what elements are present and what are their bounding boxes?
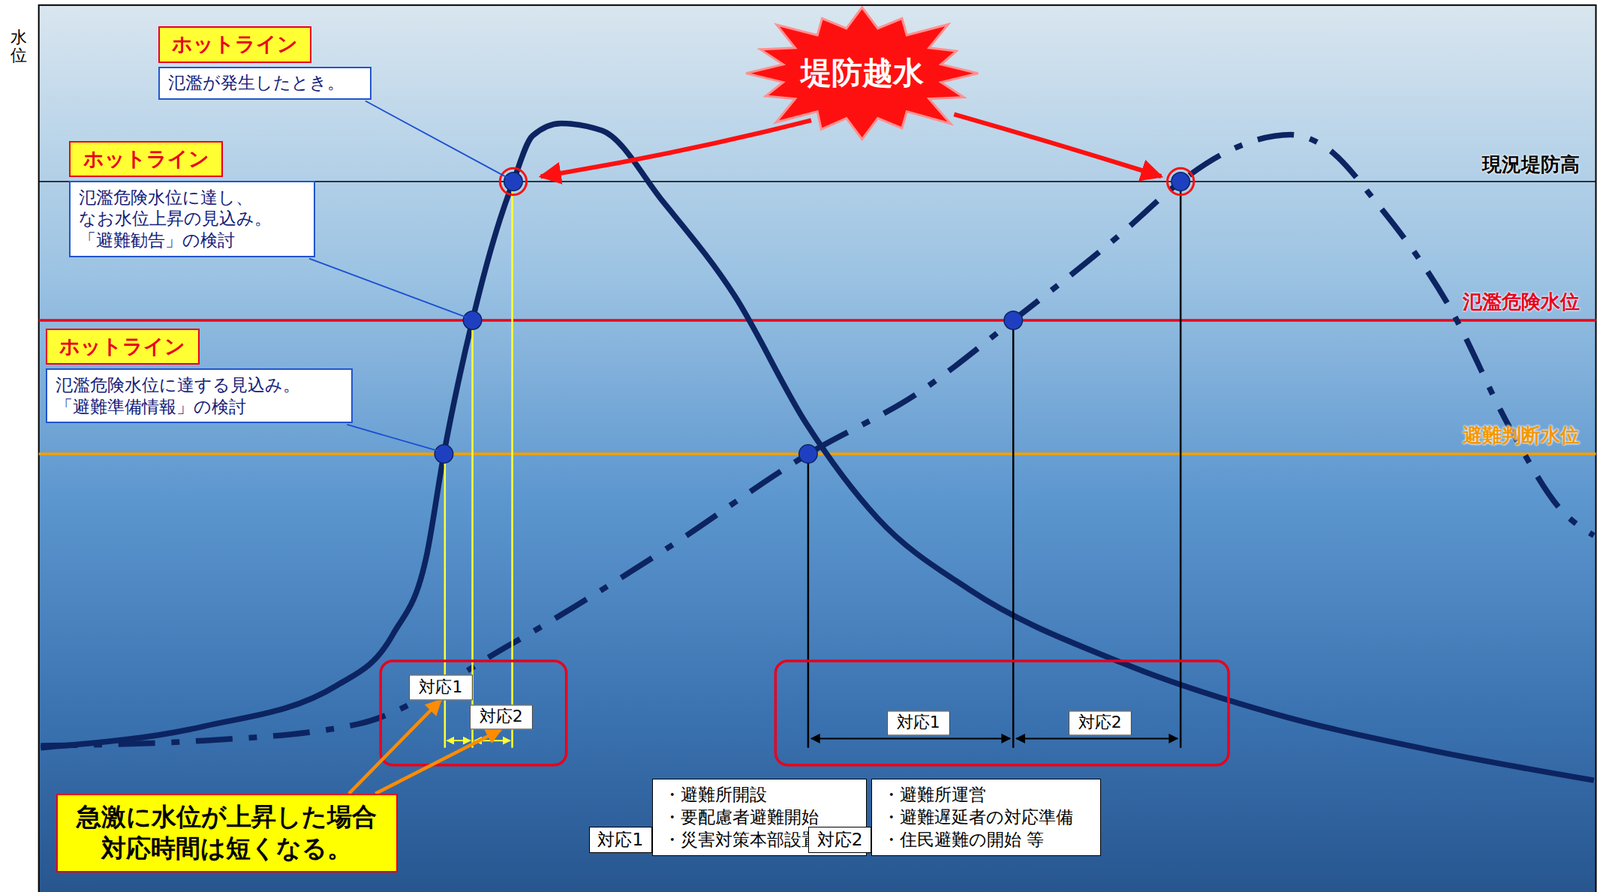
response-tag-text: 対応1: [887, 710, 951, 736]
flood-danger-line: [39, 318, 1597, 322]
hotline-body: 氾濫危険水位に達する見込み。 「避難準備情報」の検討: [45, 368, 353, 424]
level-point: [463, 311, 482, 330]
response-list: 対応2・避難所運営・避難遅延者の対応準備・住民避難の開始 等: [808, 779, 1101, 857]
hotline-heading: ホットライン: [45, 328, 200, 365]
hotline-heading: ホットライン: [69, 141, 223, 178]
burst-polygon: [745, 7, 978, 140]
level-point: [799, 445, 818, 464]
overtopping-ring: [499, 168, 527, 195]
dimension-arrow: [1016, 737, 1178, 740]
dimension-arrow: [811, 737, 1011, 740]
overtopping-arrow: [541, 120, 812, 177]
response-list-body: ・避難所運営・避難遅延者の対応準備・住民避難の開始 等: [871, 778, 1101, 857]
note-arrow: [348, 700, 441, 794]
overtopping-arrow: [953, 114, 1161, 177]
response-group-frame: [775, 661, 1229, 766]
rapid-rise-curve: [40, 123, 1594, 782]
overtopping-burst: 堤防越水: [743, 6, 981, 141]
hotline-callout: ホットライン氾濫が発生したとき。: [158, 26, 372, 100]
overtopping-ring: [1166, 168, 1194, 195]
response-group-frame: [380, 661, 566, 766]
response-tag: 対応2: [1068, 710, 1132, 736]
hotline-heading: ホットライン: [158, 26, 313, 63]
response-list-item: ・避難遅延者の対応準備: [882, 806, 1091, 829]
slow-rise-curve: [40, 134, 1594, 746]
hotline-body: 氾濫が発生したとき。: [158, 66, 372, 100]
time-marker-line: [511, 181, 514, 749]
time-marker-line: [807, 454, 810, 749]
level-point: [1171, 172, 1190, 191]
axis-label: 水位: [10, 28, 28, 65]
response-tag: 対応2: [469, 704, 533, 730]
response-list-heading: 対応2: [808, 827, 872, 854]
hotline-callout: ホットライン氾濫危険水位に達し、 なお水位上昇の見込み。 「避難勧告」の検討: [69, 141, 316, 258]
response-list-item: ・住民避難の開始 等: [882, 828, 1091, 852]
note-text: 急激に水位が上昇した場合 対応時間は短くなる。: [56, 793, 398, 873]
response-list-item: ・避難所開設: [663, 783, 856, 807]
level-label: 現況堤防高: [1482, 151, 1580, 178]
response-tag: 対応1: [409, 675, 473, 701]
time-marker-line: [1179, 181, 1182, 749]
time-marker-line: [444, 454, 447, 749]
response-tag-text: 対応2: [1068, 710, 1132, 736]
hotline-body: 氾濫危険水位に達し、 なお水位上昇の見込み。 「避難勧告」の検討: [69, 180, 316, 257]
level-label: 避難判断水位: [1462, 422, 1580, 449]
hotline-callout: ホットライン氾濫危険水位に達する見込み。 「避難準備情報」の検討: [45, 328, 353, 424]
leader-line: [365, 101, 508, 178]
level-point: [434, 445, 453, 464]
level-point: [1004, 311, 1023, 330]
response-list-heading: 対応1: [589, 827, 653, 854]
response-list-item: ・要配慮者避難開始: [663, 806, 856, 829]
leader-line: [309, 258, 467, 318]
response-tag: 対応1: [887, 710, 951, 736]
leader-line: [346, 424, 438, 452]
response-tag-text: 対応1: [409, 675, 473, 701]
note-arrow: [375, 729, 501, 794]
note-box: 急激に水位が上昇した場合 対応時間は短くなる。: [56, 793, 398, 873]
burst-text: 堤防越水: [800, 52, 924, 94]
response-tag-text: 対応2: [469, 704, 533, 730]
plot-area: [39, 5, 1597, 892]
dimension-arrow: [447, 739, 471, 742]
time-marker-line: [1012, 320, 1015, 749]
response-list-item: ・避難所運営: [882, 783, 1091, 807]
level-label: 氾濫危険水位: [1462, 288, 1580, 316]
level-point: [504, 172, 523, 191]
